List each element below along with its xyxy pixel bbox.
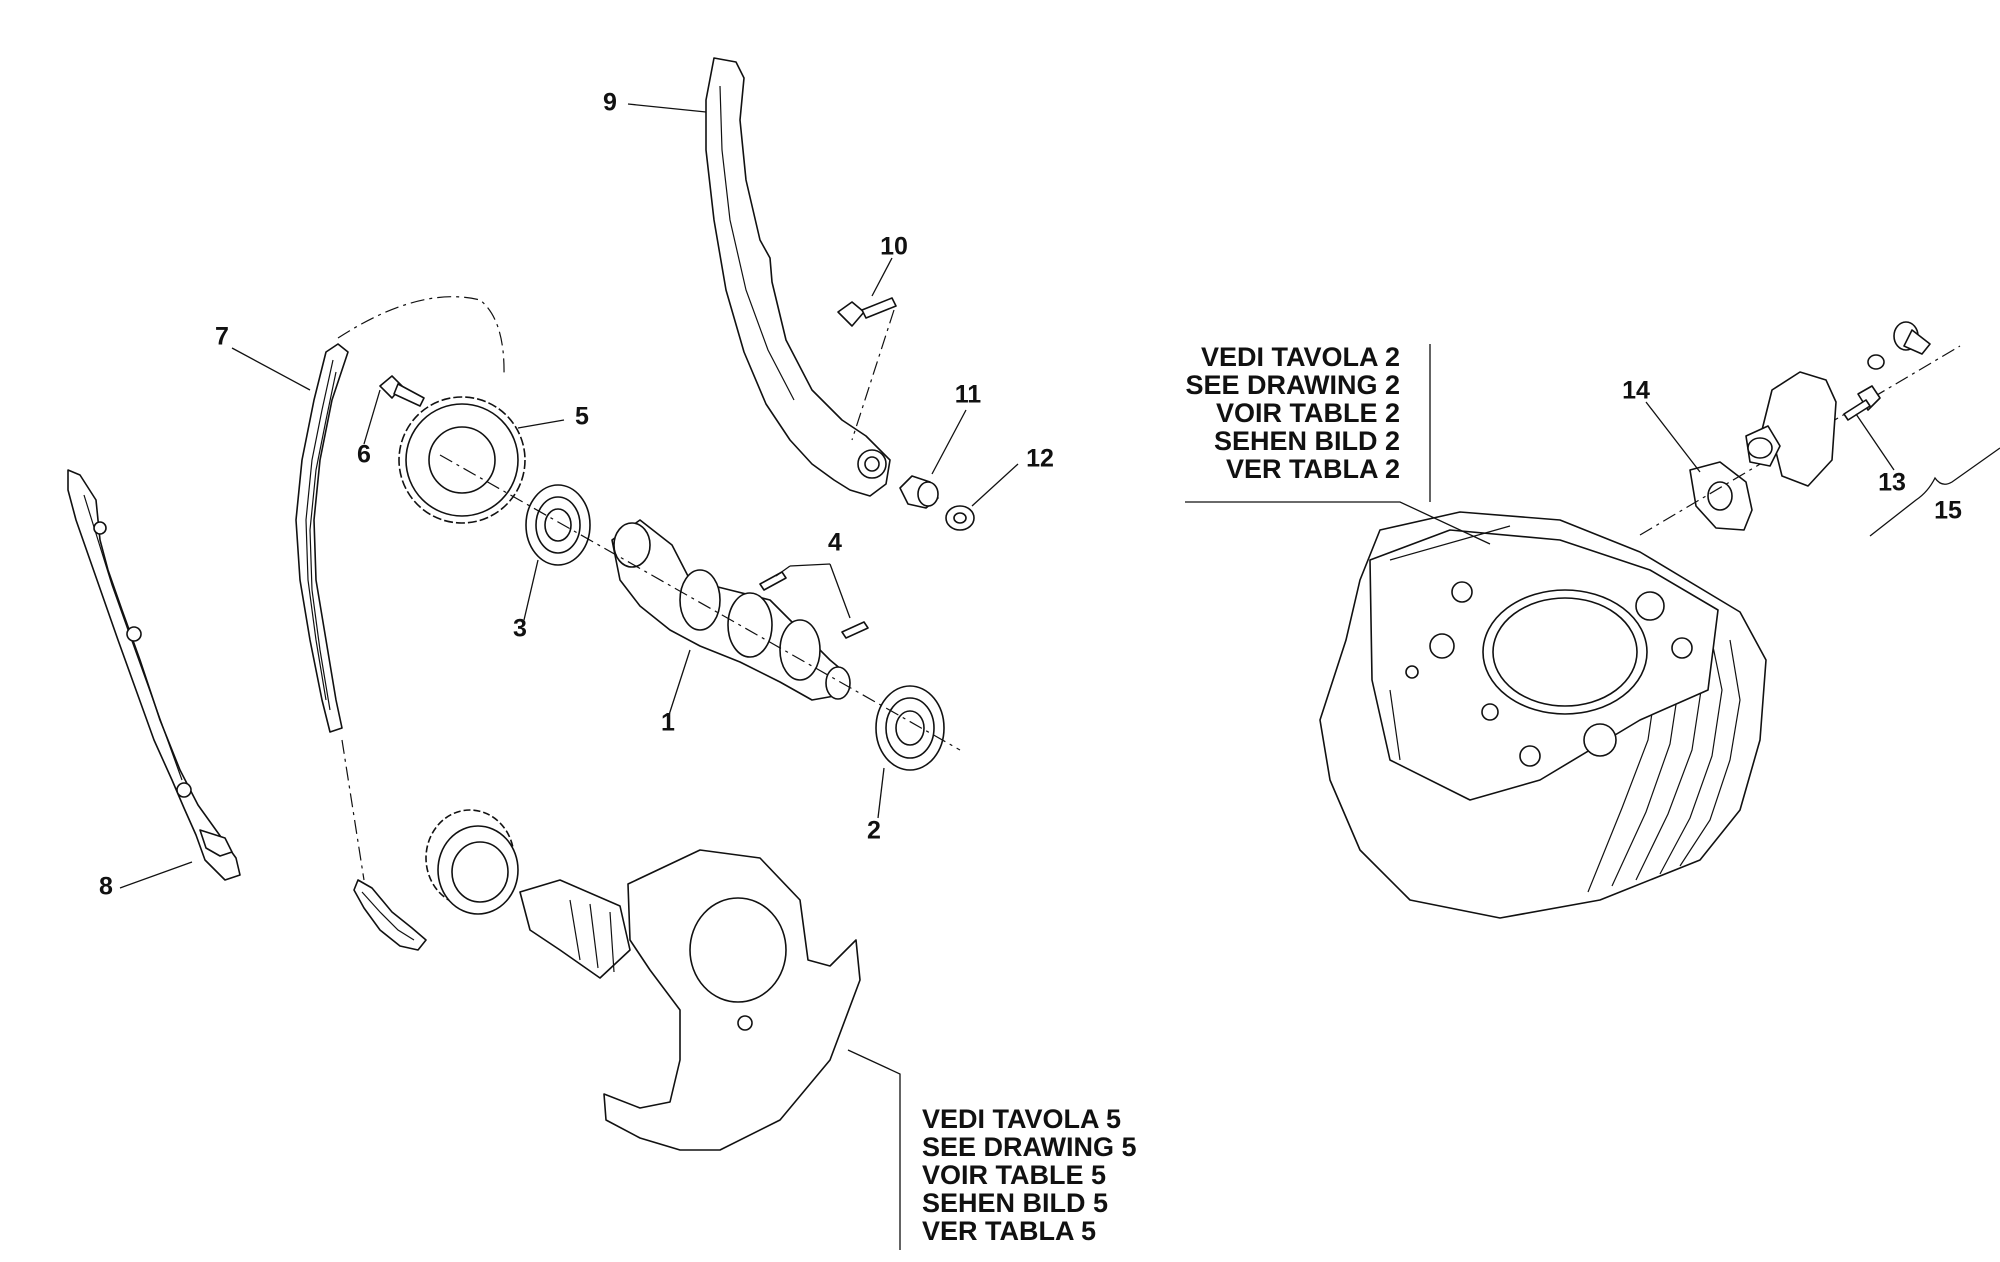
tensioner-gasket bbox=[1689, 461, 1753, 531]
reference-top-leader bbox=[1185, 344, 1491, 545]
kit-brace bbox=[1869, 447, 2000, 537]
tensioner-bolt bbox=[1843, 385, 1881, 421]
callout-leaders bbox=[119, 103, 1895, 889]
reference-bottom-line: VEDI TAVOLA 5 bbox=[922, 1104, 1121, 1134]
callout-8: 8 bbox=[99, 873, 113, 901]
tensioner-axis-line bbox=[1639, 345, 1961, 536]
camshaft-axis-line bbox=[439, 454, 961, 751]
reference-drawing-5: VEDI TAVOLA 5 SEE DRAWING 5 VOIR TABLE 5… bbox=[922, 1104, 1137, 1246]
callout-5: 5 bbox=[575, 403, 589, 431]
callout-12: 12 bbox=[1026, 445, 1054, 473]
camshaft bbox=[611, 519, 851, 701]
crankshaft bbox=[519, 849, 861, 1151]
tensioner-cap-screw bbox=[1867, 321, 1931, 370]
chain-path-phantom-line bbox=[337, 296, 505, 376]
timing-chain bbox=[295, 343, 427, 951]
reference-bottom-line: VOIR TABLE 5 bbox=[922, 1160, 1106, 1190]
callout-14: 14 bbox=[1622, 377, 1650, 405]
callout-6: 6 bbox=[357, 441, 371, 469]
dowel-pins bbox=[759, 571, 869, 639]
crankshaft-drive-gear bbox=[425, 809, 519, 915]
reference-top-line: VEDI TAVOLA 2 bbox=[1201, 342, 1400, 372]
reference-top-line: VOIR TABLE 2 bbox=[1216, 398, 1400, 428]
reference-bottom-line: SEE DRAWING 5 bbox=[922, 1132, 1137, 1162]
sprocket-bolt bbox=[379, 375, 425, 407]
reference-bottom-line: SEHEN BILD 5 bbox=[922, 1188, 1108, 1218]
callout-7: 7 bbox=[215, 323, 229, 351]
cam-bearing-rear bbox=[875, 685, 945, 771]
callout-labels: 1 2 3 4 5 6 7 8 9 10 11 12 13 14 15 bbox=[99, 89, 1962, 901]
reference-top-line: VER TABLA 2 bbox=[1226, 454, 1400, 484]
cam-sprocket bbox=[398, 396, 526, 524]
chain-drop-phantom-line bbox=[341, 739, 365, 881]
spacer-bushing bbox=[899, 475, 939, 509]
reference-top-line: SEHEN BILD 2 bbox=[1214, 426, 1400, 456]
chain-tensioner-assembly bbox=[1745, 371, 1837, 487]
callout-4: 4 bbox=[828, 529, 842, 557]
callout-15: 15 bbox=[1934, 497, 1962, 525]
callout-3: 3 bbox=[513, 615, 527, 643]
reference-drawing-2: VEDI TAVOLA 2 SEE DRAWING 2 VOIR TABLE 2… bbox=[1185, 342, 1400, 484]
pivot-bolt bbox=[837, 297, 897, 327]
reference-bottom-line: VER TABLA 5 bbox=[922, 1216, 1096, 1246]
pivot-washer bbox=[945, 505, 975, 531]
callout-11: 11 bbox=[955, 381, 982, 409]
callout-9: 9 bbox=[603, 89, 617, 117]
cam-bearing-front bbox=[525, 484, 591, 566]
reference-top-line: SEE DRAWING 2 bbox=[1185, 370, 1400, 400]
callout-2: 2 bbox=[867, 817, 881, 845]
callout-10: 10 bbox=[880, 233, 908, 261]
chain-tensioner-blade bbox=[705, 57, 891, 497]
pivot-axis-line bbox=[851, 309, 895, 441]
engine-cylinder bbox=[1319, 511, 1767, 919]
chain-guide-rail bbox=[67, 469, 241, 881]
callout-1: 1 bbox=[661, 709, 675, 737]
reference-bottom-leader bbox=[847, 1049, 901, 1250]
callout-13: 13 bbox=[1878, 469, 1906, 497]
